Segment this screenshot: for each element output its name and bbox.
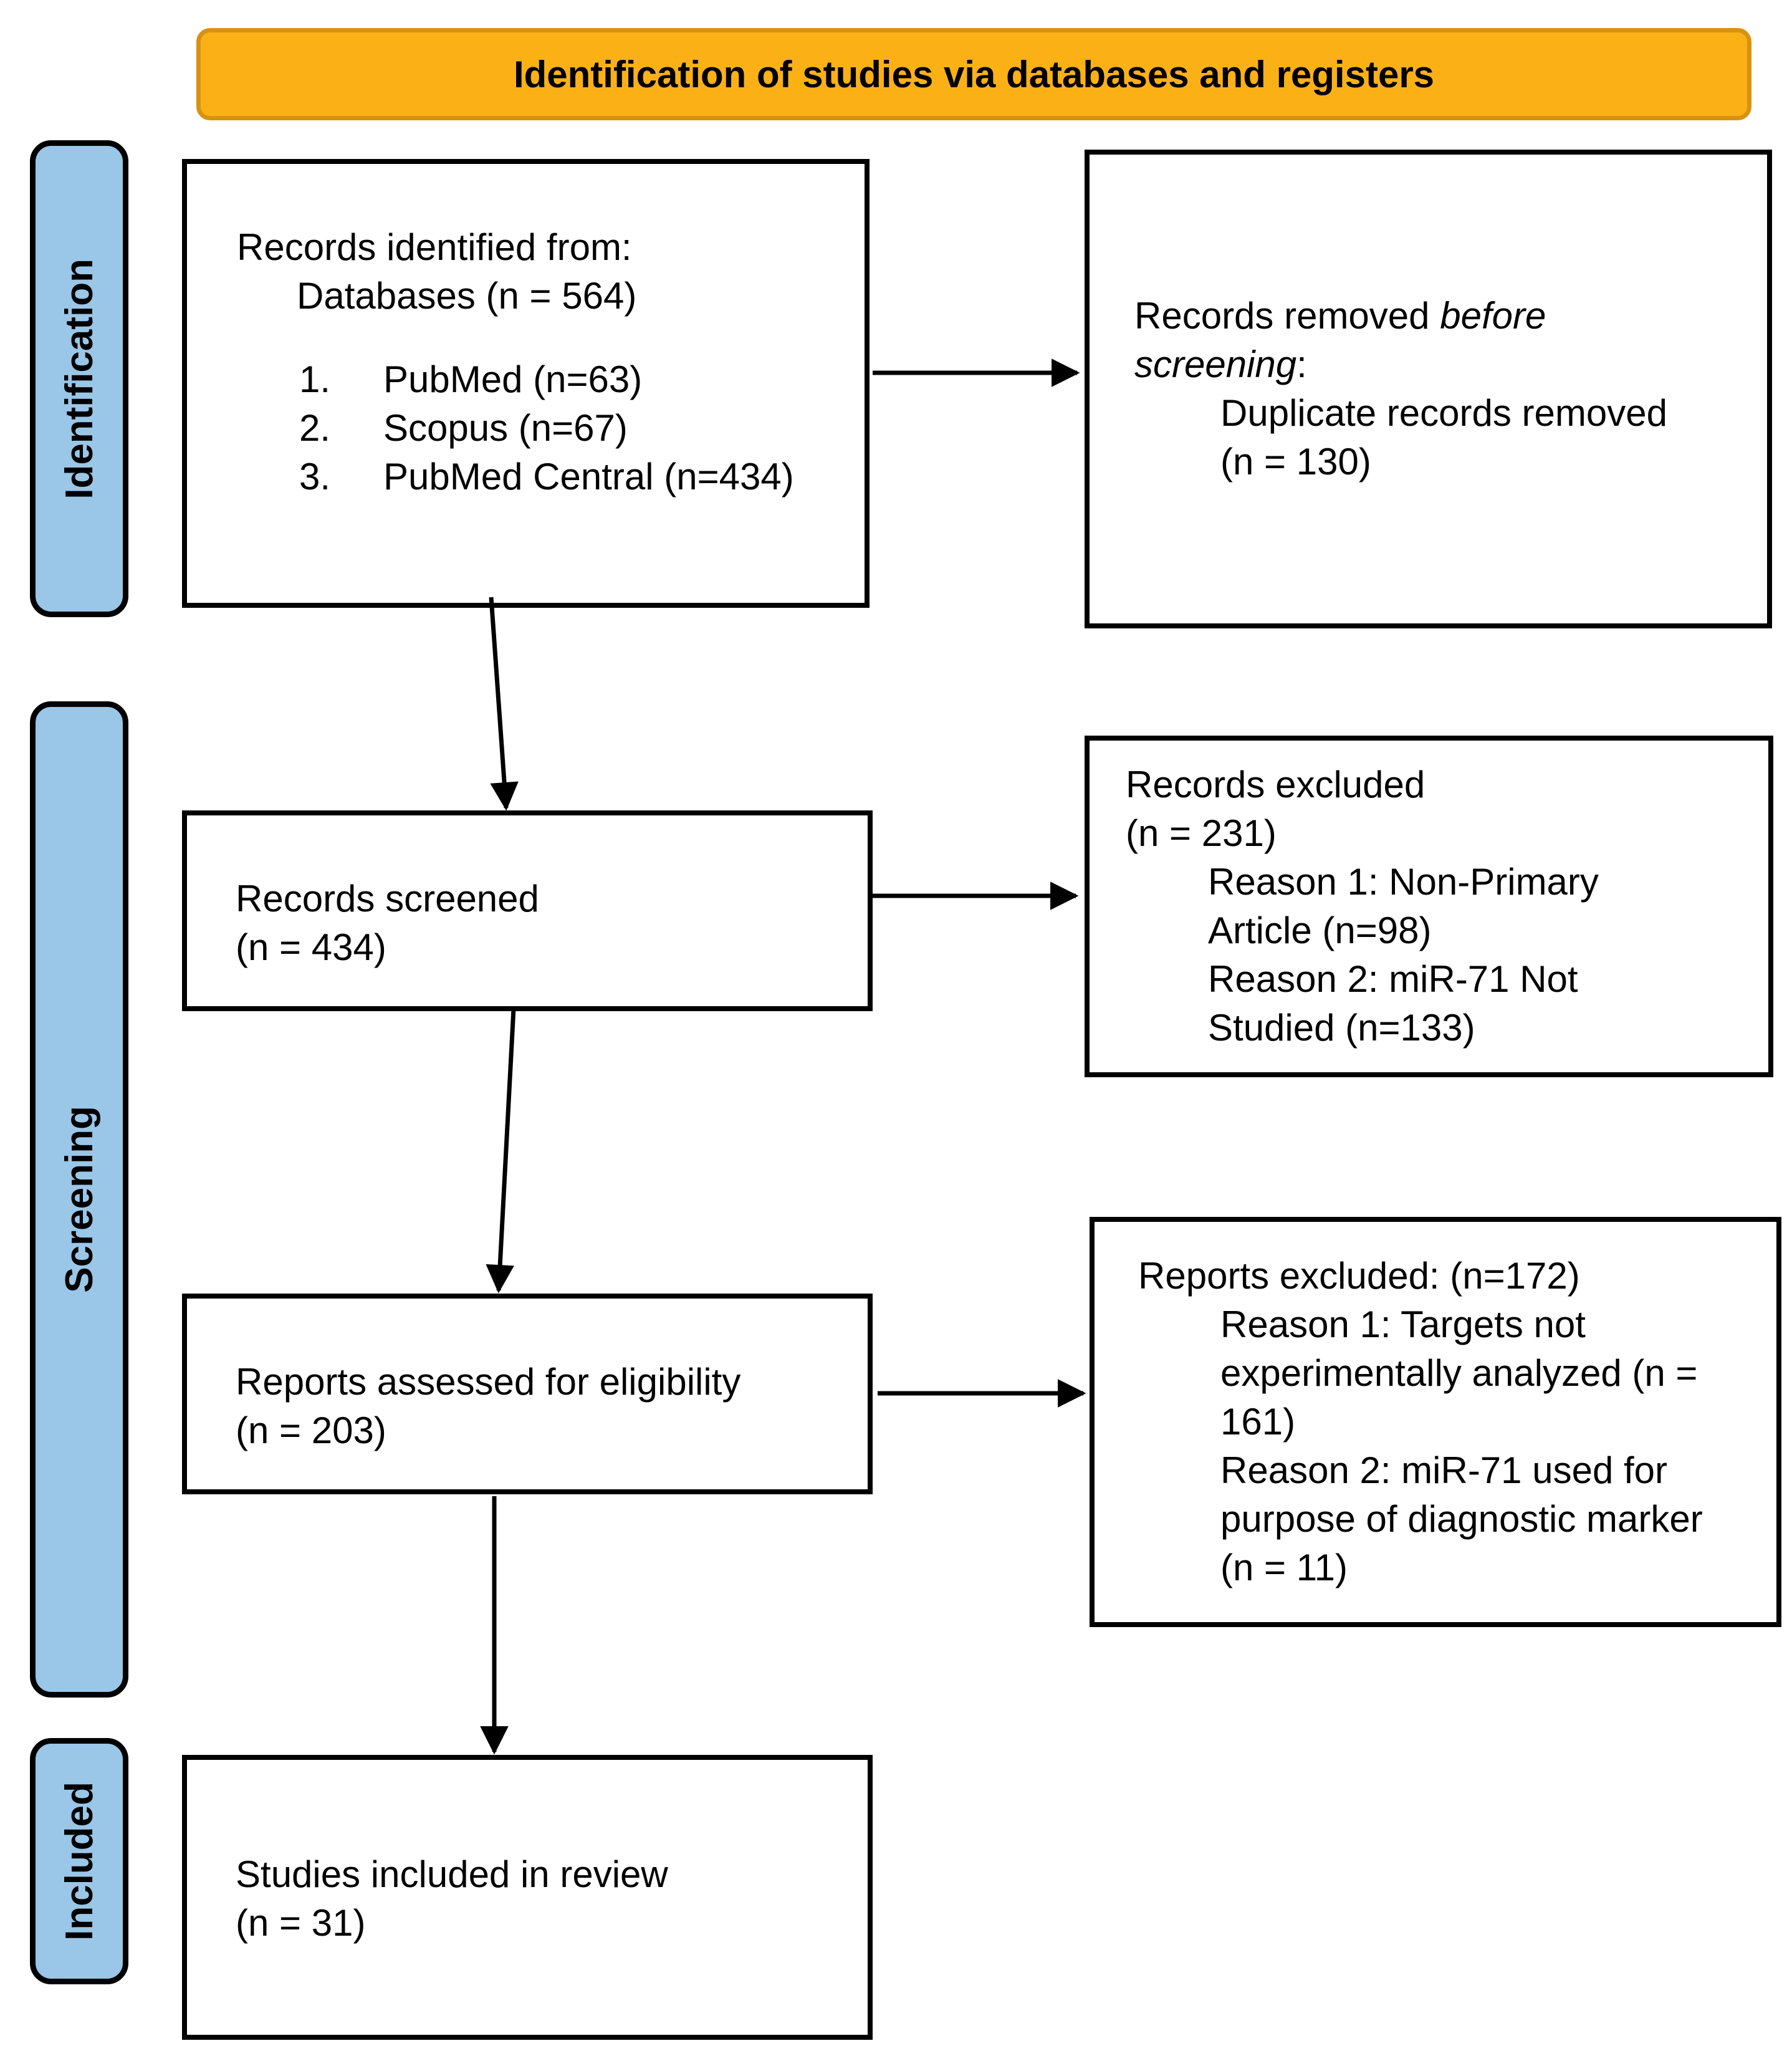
stage-label-screening: Screening (30, 701, 128, 1698)
box-records-identified: Records identified from: Databases (n = … (182, 159, 870, 608)
studies-included-count: (n = 31) (236, 1902, 366, 1944)
list-item-number: 2. (299, 407, 331, 449)
stage-label-included: Included (30, 1738, 128, 1984)
box-reports-excluded: Reports excluded: (n=172) Reason 1: Targ… (1090, 1217, 1781, 1627)
records-removed-lead: Records removed (1134, 295, 1440, 337)
box-reports-assessed: Reports assessed for eligibility (n = 20… (182, 1294, 873, 1494)
stage-text-identification: Identification (57, 258, 101, 499)
stage-text-included: Included (57, 1782, 101, 1941)
list-item: 2. Scopus (n=67) (237, 404, 852, 453)
studies-included-title: Studies included in review (236, 1853, 668, 1895)
records-excluded-reason-1: Reason 1: Non-Primary Article (n=98) (1208, 861, 1599, 951)
database-source-list: 1. PubMed (n=63) 2. Scopus (n=67) 3. Pub… (237, 355, 852, 501)
box-records-excluded: Records excluded (n = 231) Reason 1: Non… (1085, 736, 1773, 1077)
records-excluded-title: Records excluded (1126, 764, 1425, 805)
list-item-label: PubMed (n=63) (383, 358, 643, 400)
records-screened-title: Records screened (236, 878, 539, 920)
list-item-label: Scopus (n=67) (383, 407, 628, 449)
records-excluded-reason-2: Reason 2: miR-71 Not Studied (n=133) (1208, 958, 1578, 1049)
reports-excluded-reason-1: Reason 1: Targets not experimentally ana… (1220, 1304, 1698, 1443)
duplicate-records-removed: Duplicate records removed (1220, 392, 1667, 434)
arrow-identified-to-screened (489, 597, 519, 811)
records-identified-title: Records identified from: (237, 226, 632, 268)
box-records-screened: Records screened (n = 434) (182, 810, 873, 1011)
list-item-number: 1. (299, 358, 331, 400)
box-studies-included: Studies included in review (n = 31) (182, 1755, 873, 2040)
box-records-removed-before-screening: Records removed before screening: Duplic… (1085, 150, 1772, 628)
stage-label-identification: Identification (30, 140, 128, 617)
list-item: 1. PubMed (n=63) (237, 355, 852, 404)
reports-assessed-title: Reports assessed for eligibility (236, 1361, 741, 1403)
arrow-screened-to-assessed (486, 1008, 516, 1294)
records-removed-lead-italic: before screening (1134, 295, 1546, 385)
records-removed-title: Records removed before screening: (1134, 292, 1695, 389)
records-identified-databases-count: Databases (n = 564) (297, 275, 637, 317)
list-item-label: PubMed Central (n=434) (383, 456, 794, 497)
banner-identification-via-databases: Identification of studies via databases … (196, 28, 1751, 120)
stage-text-screening: Screening (57, 1106, 101, 1293)
list-item: 3. PubMed Central (n=434) (237, 453, 852, 501)
reports-excluded-reason-2: Reason 2: miR-71 used for purpose of dia… (1220, 1449, 1703, 1588)
reports-assessed-count: (n = 203) (236, 1410, 386, 1451)
records-removed-colon: : (1296, 343, 1307, 385)
records-screened-count: (n = 434) (236, 926, 386, 968)
banner-title: Identification of studies via databases … (513, 53, 1435, 95)
records-excluded-count: (n = 231) (1126, 812, 1277, 854)
duplicate-records-removed-count: (n = 130) (1220, 441, 1371, 483)
list-item-number: 3. (299, 456, 331, 497)
reports-excluded-title: Reports excluded: (n=172) (1138, 1255, 1580, 1297)
